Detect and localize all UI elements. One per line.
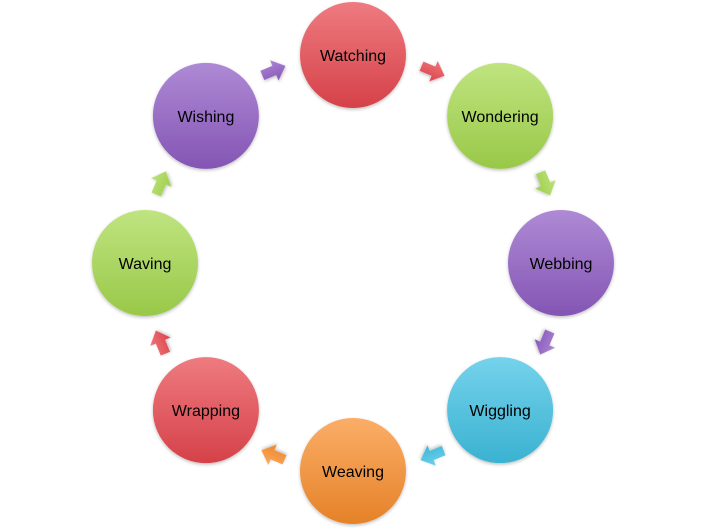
node-label: Watching [320, 48, 386, 65]
node-circle [447, 62, 554, 169]
cycle-node-wiggling: Wiggling [447, 357, 554, 464]
node-circle [92, 210, 198, 316]
cycle-node-wondering: Wondering [447, 62, 554, 169]
cycle-node-watching: Watching [300, 2, 406, 108]
node-label: Wondering [462, 109, 539, 126]
node-label: Wishing [177, 109, 234, 126]
cycle-node-webbing: Webbing [508, 210, 614, 316]
cycle-node-waving: Waving [92, 210, 198, 316]
cycle-node-weaving: Weaving [300, 418, 406, 524]
node-circle [300, 2, 406, 108]
node-circle [447, 357, 554, 464]
node-label: Wiggling [469, 403, 530, 420]
node-circle [508, 210, 614, 316]
arrow-wishing-to-watching [260, 60, 286, 81]
node-label: Wrapping [172, 403, 240, 420]
node-label: Waving [119, 256, 172, 273]
arrow-wondering-to-webbing [535, 170, 556, 196]
node-label: Weaving [322, 464, 384, 481]
arrow-webbing-to-wiggling [534, 329, 555, 355]
node-circle [152, 62, 259, 169]
node-circle [300, 418, 406, 524]
node-label: Webbing [530, 256, 593, 273]
arrow-watching-to-wondering [419, 61, 445, 82]
cycle-arrows [150, 60, 556, 466]
arrow-wiggling-to-weaving [420, 445, 446, 466]
arrow-waving-to-wishing [151, 171, 172, 197]
arrow-weaving-to-wrapping [261, 444, 287, 465]
cycle-node-wrapping: Wrapping [152, 357, 259, 464]
arrow-wrapping-to-waving [150, 330, 171, 356]
cycle-node-wishing: Wishing [152, 62, 259, 169]
node-circle [152, 357, 259, 464]
